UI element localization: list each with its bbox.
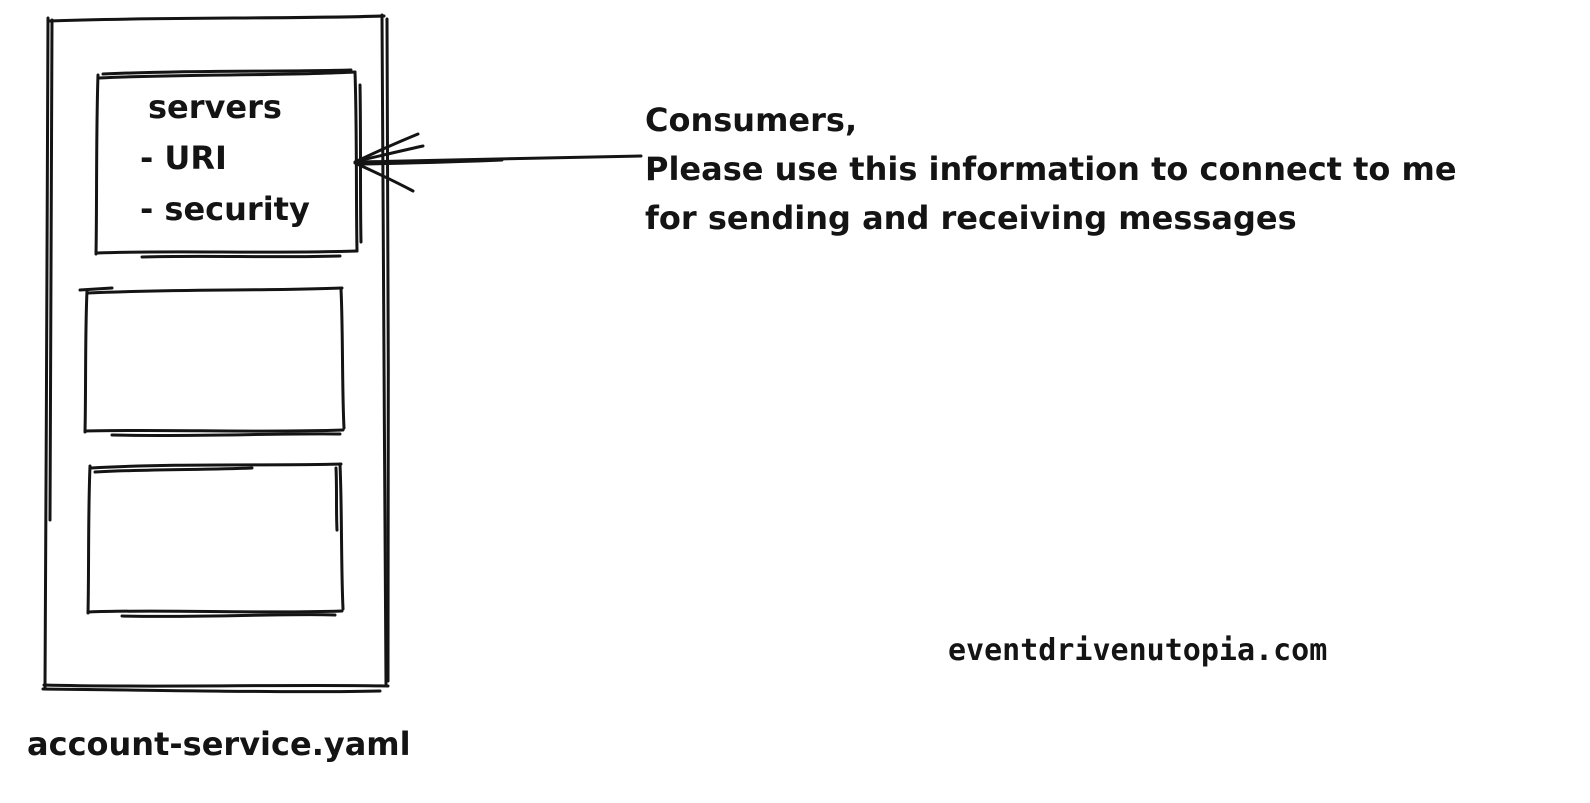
servers-box-item-security: - security <box>140 190 310 228</box>
annotation-line-3: for sending and receiving messages <box>645 199 1297 237</box>
middle-box-top <box>86 286 344 295</box>
file-outline-left-double <box>48 18 54 522</box>
bottom-box-top-double <box>93 466 254 474</box>
servers-box-top-double <box>101 68 353 76</box>
file-outline-bottom-double <box>41 687 382 694</box>
servers-box-text: servers - URI - security <box>140 82 310 235</box>
bottom-box-right <box>338 462 345 611</box>
yaml-file-outline <box>41 13 390 694</box>
middle-box-top-tick <box>78 286 114 292</box>
servers-box-top <box>97 70 357 80</box>
arrow-head-lower <box>353 161 415 193</box>
servers-box-bottom-double <box>140 254 342 259</box>
file-name-label: account-service.yaml <box>27 725 411 763</box>
file-outline-top <box>47 14 386 23</box>
file-outline-left <box>43 16 50 689</box>
annotation-line-2: Please use this information to connect t… <box>645 150 1457 188</box>
file-outline-bottom <box>42 683 390 688</box>
middle-box-bottom <box>84 428 345 433</box>
annotation-line-1: Consumers, <box>645 101 858 139</box>
servers-box-bottom <box>95 249 359 255</box>
placeholder-box-bottom-outline <box>86 462 345 618</box>
bottom-box-bottom <box>87 609 344 614</box>
file-outline-right-double <box>385 17 390 683</box>
servers-box-item-uri: - URI <box>140 139 227 177</box>
middle-box-right <box>339 287 346 430</box>
arrow-shaft-double <box>360 158 504 166</box>
bottom-box-bottom-double <box>120 613 337 618</box>
left-arrow <box>353 132 643 193</box>
middle-box-left <box>83 289 89 434</box>
servers-box-title: servers <box>148 88 282 126</box>
arrow-head-upper-double <box>355 144 425 163</box>
bottom-box-right-tick <box>334 466 339 532</box>
middle-box-bottom-double <box>110 432 342 438</box>
bottom-box-left <box>86 464 92 615</box>
servers-box-left <box>94 73 100 256</box>
consumers-annotation: Consumers, Please use this information t… <box>645 96 1457 243</box>
bottom-box-top <box>89 462 343 470</box>
servers-box-outline <box>94 68 363 259</box>
watermark-text: eventdrivenutopia.com <box>948 633 1328 668</box>
file-outline-right <box>380 13 388 686</box>
placeholder-box-middle-outline <box>78 286 346 438</box>
